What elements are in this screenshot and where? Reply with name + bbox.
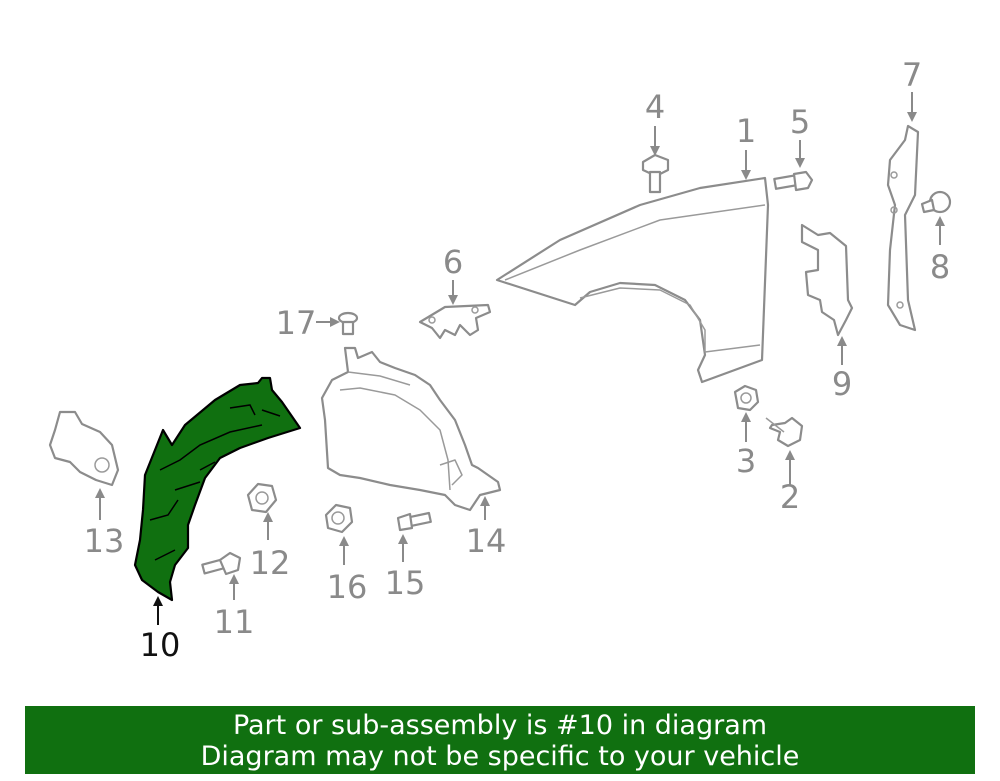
callout-6: 6 <box>443 243 463 281</box>
part-3-nut[interactable] <box>733 384 760 412</box>
callout-15: 15 <box>385 564 426 602</box>
banner-line-2: Diagram may not be specific to your vehi… <box>200 741 800 772</box>
part-14-liner[interactable] <box>320 346 502 512</box>
callout-12: 12 <box>250 544 291 582</box>
part-13-bracket[interactable] <box>48 410 120 487</box>
callout-17: 17 <box>276 304 317 342</box>
callout-5: 5 <box>790 103 810 141</box>
part-17-clip[interactable] <box>337 311 359 336</box>
leader-lines <box>95 92 945 625</box>
callout-3: 3 <box>736 442 756 480</box>
callout-13: 13 <box>84 522 125 560</box>
part-6-bracket[interactable] <box>418 303 492 340</box>
parts-diagram: 1 2 3 4 5 6 7 8 9 10 11 12 13 14 15 16 1… <box>48 56 952 664</box>
part-2-bolt[interactable] <box>765 416 804 448</box>
part-8-clip[interactable] <box>920 190 952 214</box>
part-16-nut[interactable] <box>324 503 354 534</box>
part-9-shield[interactable] <box>800 223 854 337</box>
part-1-fender[interactable] <box>495 176 770 384</box>
callout-9: 9 <box>832 365 852 403</box>
callout-16: 16 <box>327 568 368 606</box>
part-4-bolt[interactable] <box>641 153 670 194</box>
callout-1: 1 <box>736 112 756 150</box>
callout-7: 7 <box>902 56 922 94</box>
callout-10: 10 <box>140 626 181 664</box>
info-banner: Part or sub-assembly is #10 in diagram D… <box>25 706 975 774</box>
banner-line-1: Part or sub-assembly is #10 in diagram <box>232 710 768 741</box>
part-15-bolt[interactable] <box>396 511 432 532</box>
part-10-fender-liner[interactable] <box>133 376 302 602</box>
part-12-nut[interactable] <box>246 482 278 514</box>
callout-11: 11 <box>214 603 255 641</box>
callout-14: 14 <box>466 522 507 560</box>
callout-2: 2 <box>780 478 800 516</box>
part-5-bolt[interactable] <box>773 170 814 192</box>
callout-4: 4 <box>645 88 665 126</box>
callout-8: 8 <box>930 248 950 286</box>
part-7-bracket[interactable] <box>886 124 920 332</box>
part-11-bolt[interactable] <box>201 551 242 576</box>
